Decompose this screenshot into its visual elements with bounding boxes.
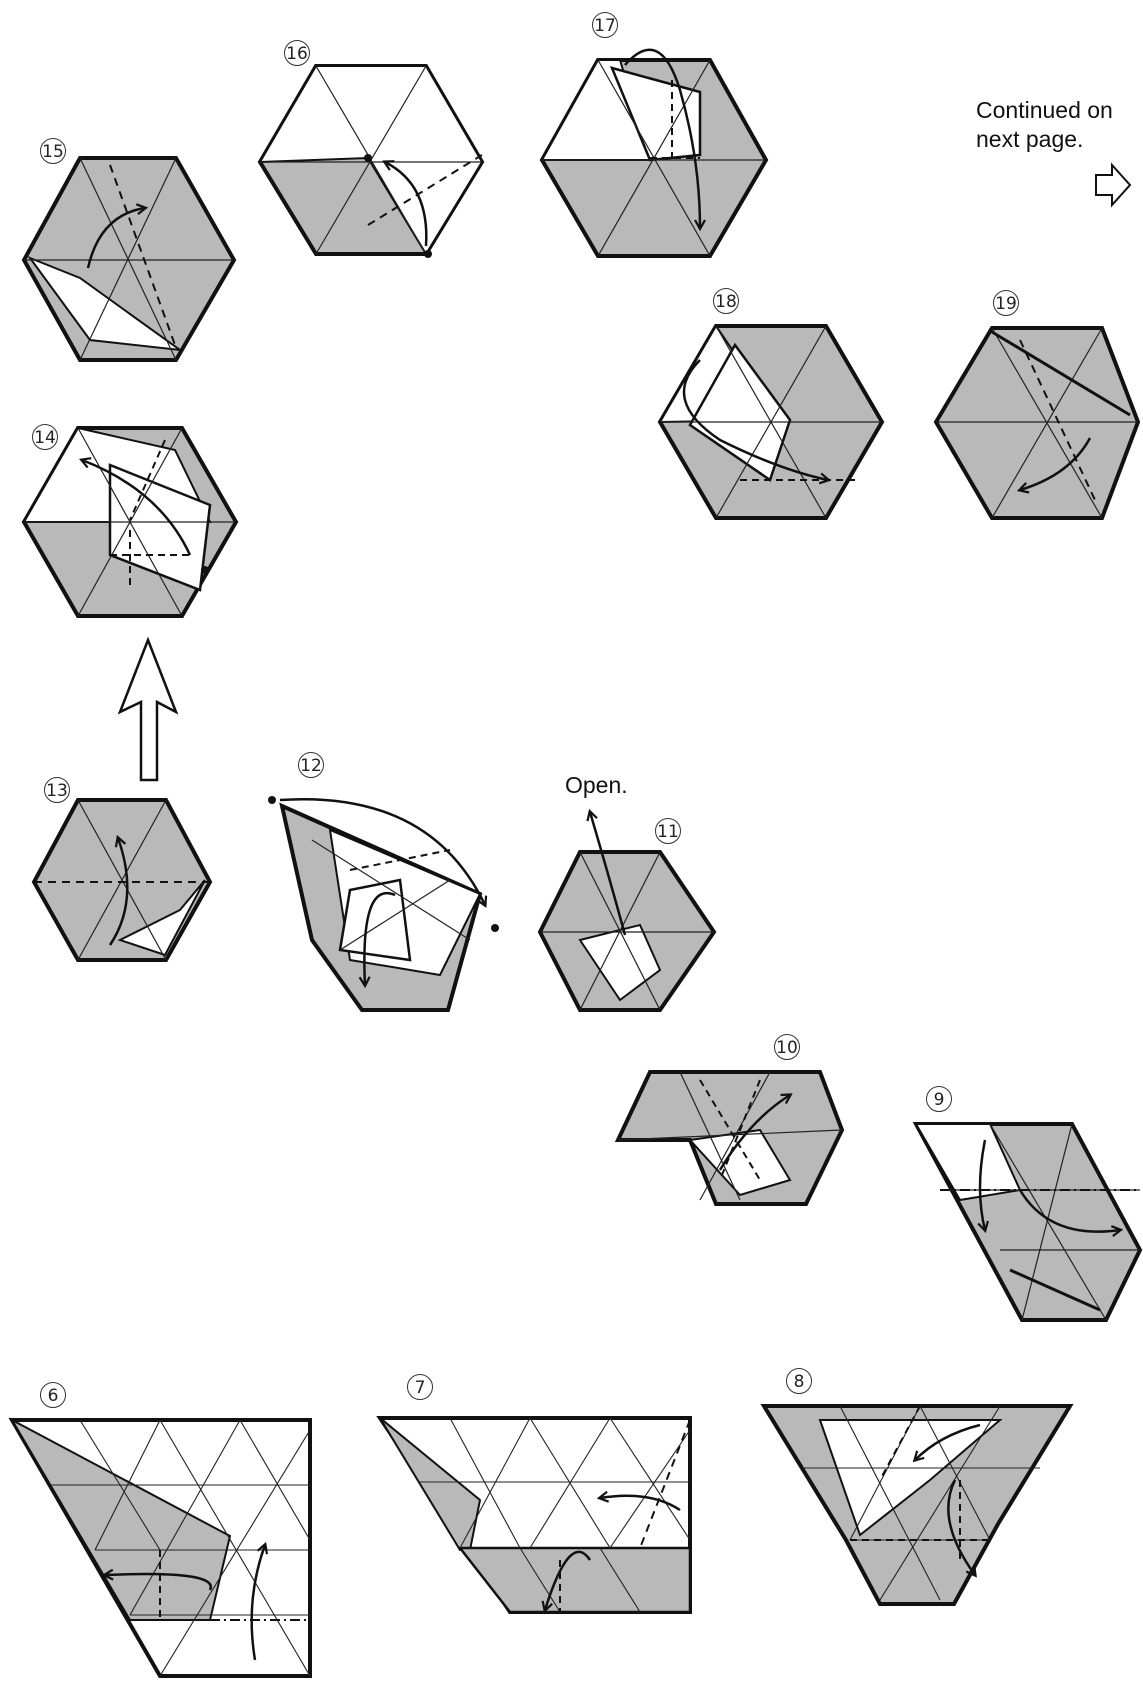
- step-14-diagram: [24, 428, 236, 616]
- step-7-diagram: [380, 1418, 690, 1612]
- step-number-8: 8: [786, 1368, 812, 1394]
- step-17-diagram: [542, 50, 766, 256]
- step-12-diagram: [268, 796, 499, 1010]
- step-10-diagram: [618, 1072, 842, 1204]
- step-18-diagram: [660, 326, 882, 518]
- step-13-diagram: [34, 800, 210, 960]
- step-number-19: 19: [993, 290, 1019, 316]
- large-up-arrow-icon: [120, 640, 176, 780]
- open-instruction: Open.: [565, 772, 628, 798]
- continued-line-2: next page.: [976, 126, 1083, 152]
- step-9-diagram: [916, 1124, 1140, 1320]
- step-number-6: 6: [40, 1382, 66, 1408]
- step-16-diagram: [260, 66, 482, 258]
- step-11-diagram: [540, 812, 714, 1010]
- step-19-diagram: [936, 328, 1138, 518]
- step-8-diagram: [764, 1406, 1070, 1604]
- step-number-14: 14: [32, 424, 58, 450]
- step-number-15: 15: [40, 138, 66, 164]
- step-number-18: 18: [713, 288, 739, 314]
- step-number-16: 16: [284, 40, 310, 66]
- step-number-12: 12: [298, 752, 324, 778]
- step-number-13: 13: [44, 777, 70, 803]
- step-number-11: 11: [655, 818, 681, 844]
- step-6-diagram: [12, 1420, 310, 1676]
- step-15-diagram: [24, 158, 234, 360]
- next-page-arrow-icon: [1096, 165, 1130, 205]
- step-number-9: 9: [926, 1086, 952, 1112]
- step-number-17: 17: [592, 12, 618, 38]
- step-number-10: 10: [774, 1034, 800, 1060]
- step-number-7: 7: [407, 1374, 433, 1400]
- continued-line-1: Continued on: [976, 97, 1113, 123]
